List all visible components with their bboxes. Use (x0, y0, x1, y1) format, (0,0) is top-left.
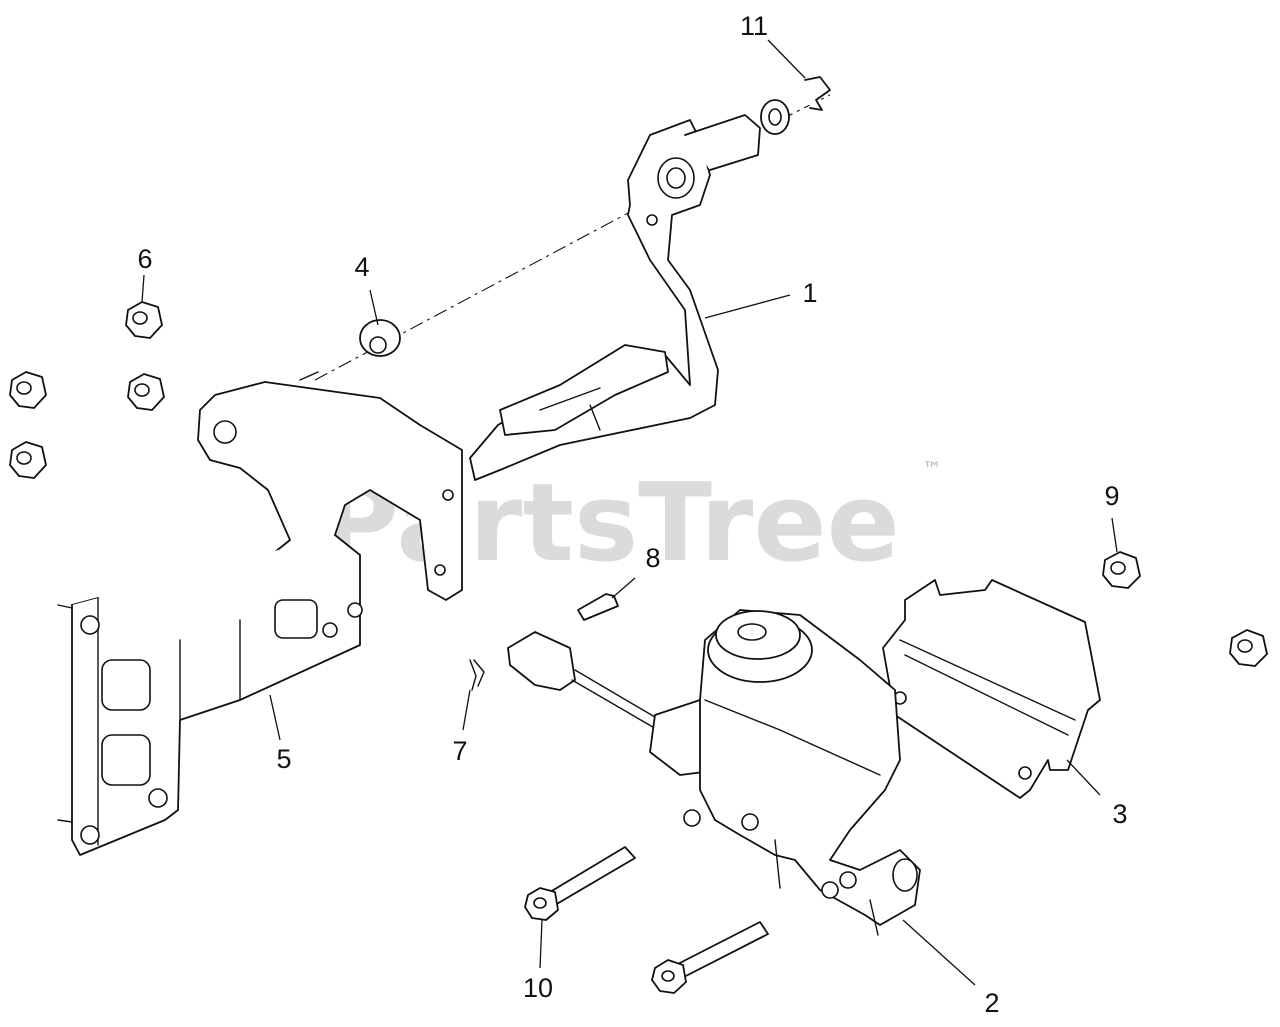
callout-4: 4 (354, 252, 369, 282)
leader-2 (902, 919, 976, 986)
flange-bolts-10 (524, 846, 769, 994)
leader-6 (141, 274, 145, 303)
bushing-4 (359, 319, 401, 357)
callout-9: 9 (1104, 481, 1119, 511)
hex-nuts-6 (9, 301, 165, 479)
watermark-trademark: ™ (922, 457, 942, 481)
brake-pedal-arm (469, 114, 761, 481)
leader-4 (369, 289, 379, 326)
callout-7: 7 (452, 736, 467, 766)
leader-8 (611, 577, 636, 599)
clip-and-washer (760, 76, 831, 135)
callout-1: 1 (802, 278, 817, 308)
callout-11: 11 (740, 11, 768, 41)
leader-11 (767, 39, 806, 79)
cotter-pin-7 (469, 659, 485, 691)
master-cylinder-2 (507, 609, 921, 936)
hex-nuts-9 (1102, 551, 1268, 667)
leader-9 (1111, 517, 1118, 553)
shield-plate-3 (882, 579, 1101, 799)
callout-8: 8 (645, 543, 660, 573)
callouts: 1 2 3 4 5 6 7 8 9 10 11 (137, 11, 1127, 1018)
leader-5 (269, 694, 281, 741)
callout-5: 5 (276, 744, 291, 774)
callout-10: 10 (523, 973, 553, 1003)
callout-3: 3 (1112, 799, 1127, 829)
callout-6: 6 (137, 244, 152, 274)
leader-7 (462, 689, 471, 731)
leader-lines (141, 39, 1118, 986)
leader-3 (1066, 759, 1101, 796)
clevis-pin-8 (577, 593, 619, 621)
callout-2: 2 (984, 988, 999, 1018)
mounting-bracket (57, 371, 463, 856)
leader-10 (539, 919, 543, 969)
leader-1 (704, 294, 791, 319)
